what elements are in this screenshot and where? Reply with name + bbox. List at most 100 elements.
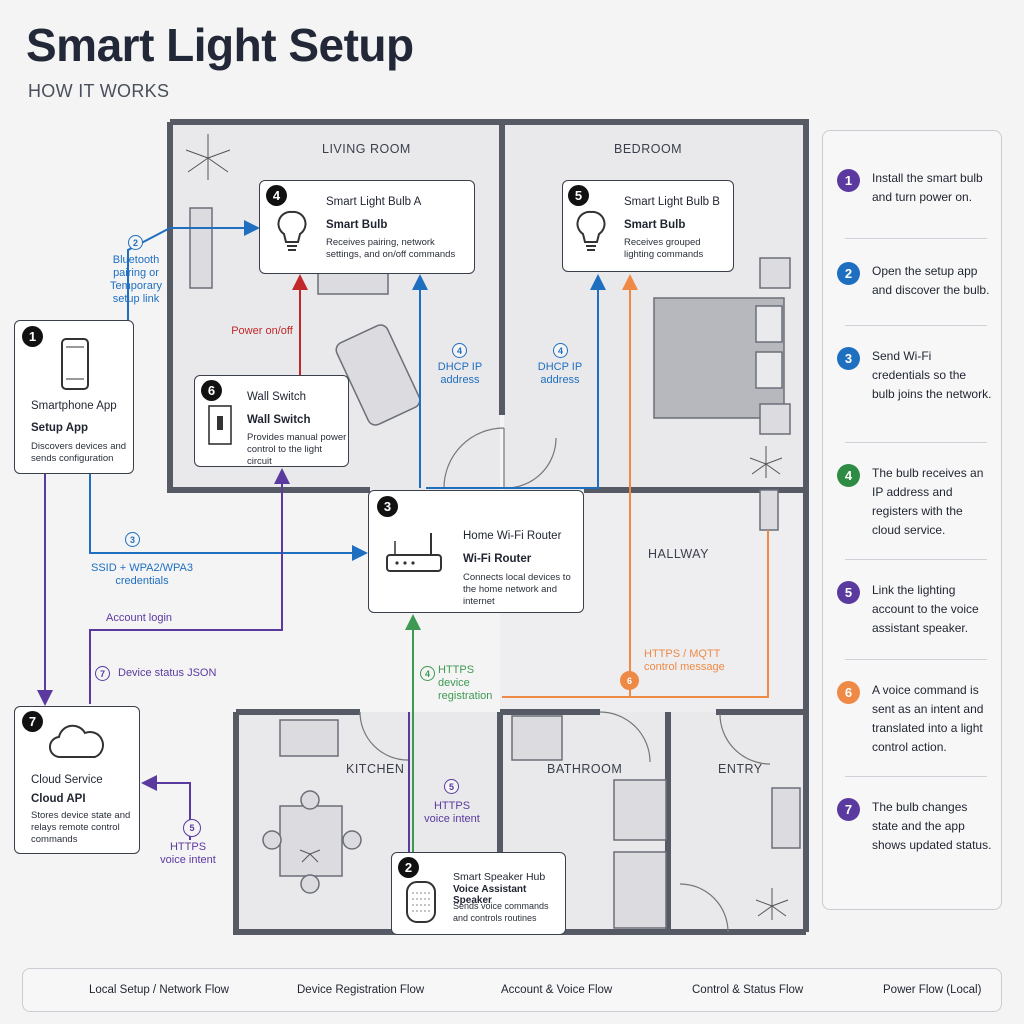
step-text: A voice command is sent as an intent and… [872,683,984,754]
device-number: 7 [22,711,43,732]
step-divider [845,442,987,443]
legend-item-registration: Device Registration Flow [289,969,424,1011]
device-name: Smart Light Bulb A [326,196,422,208]
device-number: 6 [201,380,222,401]
flow-step-badge: 4 [452,343,467,358]
device-name: Cloud Service [31,774,103,786]
legend: Local Setup / Network Flow Device Regist… [22,968,1002,1012]
room-label-hallway: HALLWAY [648,547,709,561]
flow-label-voice-mid: HTTPS voice intent [424,800,480,825]
flow-label-status: Device status JSON [118,667,217,679]
device-type: Wall Switch [247,414,311,426]
flow-label-account: Account login [106,612,173,624]
device-number: 2 [398,857,419,878]
step-number: 2 [837,262,860,285]
flow-step-badge: 7 [95,666,110,681]
legend-label: Power Flow (Local) [883,984,982,996]
device-name: Home Wi-Fi Router [463,530,562,542]
device-description: Receives pairing, network settings, and … [326,237,456,260]
device-description: Receives grouped lighting commands [624,237,704,260]
device-card-wall-switch[interactable]: 6 Wall Switch Wall Switch Provides manua… [194,375,349,467]
flow-step-badge: 5 [444,779,459,794]
flow-step-badge: 6 [620,671,639,690]
bulb-icon [576,210,606,251]
step-number: 3 [837,347,860,370]
flow-label-voice-left: HTTPS voice intent [160,841,216,866]
switch-icon [208,405,232,445]
step-divider [845,238,987,239]
device-name: Smartphone App [31,400,117,412]
device-description: Sends voice commands and controls routin… [453,901,549,923]
device-number: 1 [22,326,43,347]
device-card-bulb-a[interactable]: 4 Smart Light Bulb A Smart Bulb Receives… [259,180,475,274]
device-description: Discovers devices and sends configuratio… [31,441,127,464]
step-text: Install the smart bulb and turn power on… [872,171,983,204]
device-description: Provides manual power control to the lig… [247,432,347,467]
device-name: Smart Speaker Hub [453,871,546,883]
device-type: Cloud API [31,793,86,805]
device-card-cloud[interactable]: 7 Cloud Service Cloud API Stores device … [14,706,140,854]
step-divider [845,659,987,660]
device-type: Voice Assistant Speaker [453,884,527,906]
step-text: Send Wi-Fi credentials so the bulb joins… [872,349,992,401]
device-card-speaker[interactable]: 2 Smart Speaker Hub Voice Assistant Spea… [391,852,566,935]
cloud-icon [49,724,104,759]
device-number: 4 [266,185,287,206]
bulb-icon [277,210,307,251]
step-divider [845,776,987,777]
device-card-router[interactable]: 3 Home Wi-Fi Router Wi-Fi Router Connect… [368,490,584,613]
phone-icon [61,338,89,390]
legend-item-control-status: Control & Status Flow [684,969,803,1011]
step-number: 4 [837,464,860,487]
device-name: Wall Switch [247,391,306,403]
device-name: Smart Light Bulb B [624,196,720,208]
step-text: The bulb changes state and the app shows… [872,800,992,852]
legend-item-local-setup: Local Setup / Network Flow [81,969,229,1011]
device-description: Stores device state and relays remote co… [31,810,131,845]
device-description: Connects local devices to the home netwo… [463,572,571,607]
device-card-smartphone[interactable]: 1 Smartphone App Setup App Discovers dev… [14,320,134,474]
legend-label: Device Registration Flow [297,984,425,996]
room-label-living: LIVING ROOM [322,142,411,156]
router-icon [386,533,442,572]
steps-panel: 1 Install the smart bulb and turn power … [822,130,1002,910]
legend-label: Local Setup / Network Flow [89,984,229,996]
speaker-icon [406,881,436,923]
device-type: Wi-Fi Router [463,553,532,565]
step-text: Link the lighting account to the voice a… [872,583,979,635]
flow-step-badge: 4 [553,343,568,358]
step-number: 1 [837,169,860,192]
device-type: Smart Bulb [326,219,388,231]
device-card-bulb-b[interactable]: 5 Smart Light Bulb B Smart Bulb Receives… [562,180,734,272]
flow-label-dhcp-a: DHCP IP address [437,361,483,386]
room-label-bedroom: BEDROOM [614,142,683,156]
flow-step-badge: 5 [183,819,201,837]
page-subtitle: HOW IT WORKS [28,81,170,101]
flow-label-dhcp-b: DHCP IP address [537,361,583,386]
legend-item-power: Power Flow (Local) [875,969,981,1011]
page-title: Smart Light Setup [26,19,414,71]
step-divider [845,325,987,326]
flow-label-ssid: SSID + WPA2/WPA3 credentials [91,562,193,587]
step-text: Open the setup app and discover the bulb… [872,264,990,297]
device-type: Setup App [31,422,89,434]
step-divider [845,559,987,560]
legend-label: Account & Voice Flow [501,984,613,996]
room-label-bathroom: BATHROOM [547,762,623,776]
flow-step-badge: 2 [128,235,143,250]
flow-step-badge: 4 [420,666,435,681]
step-number: 5 [837,581,860,604]
device-type: Smart Bulb [624,219,686,231]
flow-step-badge: 3 [125,532,140,547]
room-label-kitchen: KITCHEN [346,762,405,776]
device-number: 5 [568,185,589,206]
step-text: The bulb receives an IP address and regi… [872,466,984,537]
legend-label: Control & Status Flow [692,984,804,996]
device-number: 3 [377,496,398,517]
flow-label-bluetooth: Bluetooth pairing or Temporary setup lin… [110,254,162,305]
step-number: 7 [837,798,860,821]
room-label-entry: ENTRY [718,762,763,776]
flow-label-mqtt: HTTPS / MQTT control message [644,648,725,673]
legend-item-account-voice: Account & Voice Flow [493,969,612,1011]
step-number: 6 [837,681,860,704]
